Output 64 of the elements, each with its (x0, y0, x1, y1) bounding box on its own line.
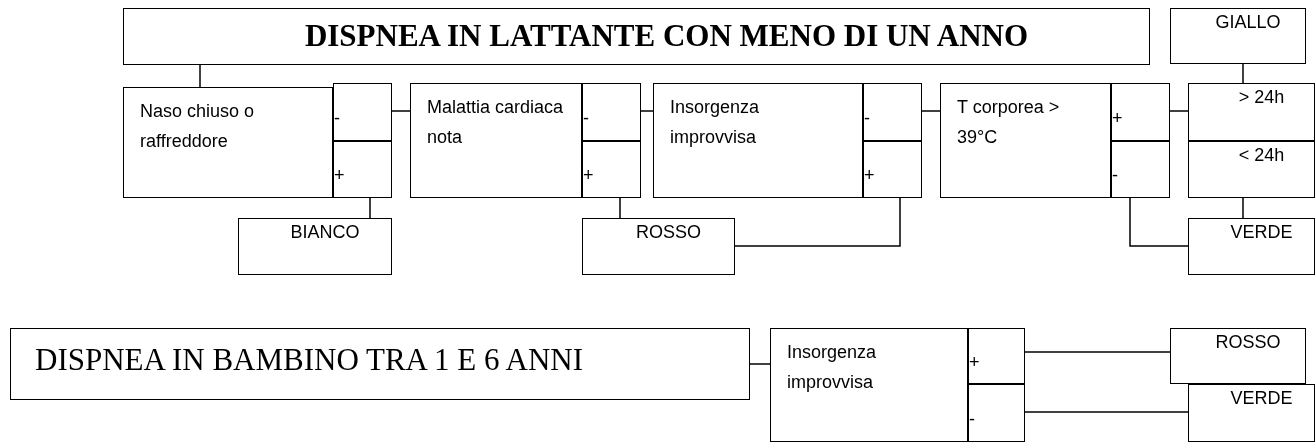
connector-line (1024, 351, 1171, 353)
outcome-box (1188, 218, 1315, 275)
node-text: + (1112, 106, 1123, 130)
connector-line (1129, 197, 1189, 247)
outcome-box (1188, 384, 1315, 442)
node-text: T corporea > 39°C (957, 96, 1061, 149)
answer-box (863, 141, 922, 198)
connector-line (921, 110, 941, 112)
node-text: Insorgenza improvvisa (670, 96, 761, 149)
node-text: Naso chiuso o raffreddore (140, 100, 256, 153)
outcome-box (1188, 83, 1315, 141)
title-box (10, 328, 750, 400)
question-box (653, 83, 863, 198)
answer-box (863, 83, 922, 141)
node-text: + (583, 164, 594, 187)
outcome-box (582, 218, 735, 275)
node-text: - (334, 106, 340, 130)
node-text: BIANCO (290, 221, 360, 244)
answer-box (968, 328, 1025, 384)
connector-line (1169, 110, 1189, 112)
node-text: - (1112, 164, 1118, 187)
question-box (123, 87, 333, 198)
node-text: - (583, 106, 589, 130)
node-text: ROSSO (636, 221, 701, 244)
question-box (940, 83, 1111, 198)
node-text: VERDE (1230, 387, 1293, 410)
connector-line (391, 110, 411, 112)
node-text: VERDE (1230, 221, 1293, 244)
outcome-box (1188, 141, 1315, 198)
node-text: Malattia cardiaca nota (427, 96, 565, 149)
node-text: < 24h (1238, 144, 1285, 167)
node-text: + (969, 350, 980, 374)
question-box (410, 83, 582, 198)
connector-line (1024, 411, 1189, 413)
connector-line (199, 64, 201, 88)
node-text: > 24h (1238, 86, 1285, 109)
node-text: Insorgenza improvvisa (787, 341, 878, 394)
connector-line (1242, 197, 1244, 219)
connector-line (369, 197, 371, 219)
answer-box (968, 384, 1025, 442)
connector-line (640, 110, 654, 112)
connector-line (619, 197, 621, 219)
node-text: DISPNEA IN LATTANTE CON MENO DI UN ANNO (304, 17, 1029, 56)
connector-line (734, 197, 901, 247)
outcome-box (1170, 328, 1306, 384)
answer-box (1111, 83, 1170, 141)
node-text: GIALLO (1215, 11, 1281, 34)
answer-box (1111, 141, 1170, 198)
node-text: + (864, 164, 875, 187)
question-box (770, 328, 968, 442)
node-text: - (969, 407, 975, 431)
node-text: + (334, 164, 345, 187)
node-text: - (864, 106, 870, 130)
answer-box (582, 83, 641, 141)
answer-box (582, 141, 641, 198)
answer-box (333, 83, 392, 141)
node-text: DISPNEA IN BAMBINO TRA 1 E 6 ANNI (35, 341, 583, 379)
outcome-box (1170, 8, 1306, 64)
outcome-box (238, 218, 392, 275)
title-box (123, 8, 1150, 65)
node-text: ROSSO (1215, 331, 1281, 354)
answer-box (333, 141, 392, 198)
connector-line (1242, 63, 1244, 84)
connector-line (749, 363, 771, 365)
